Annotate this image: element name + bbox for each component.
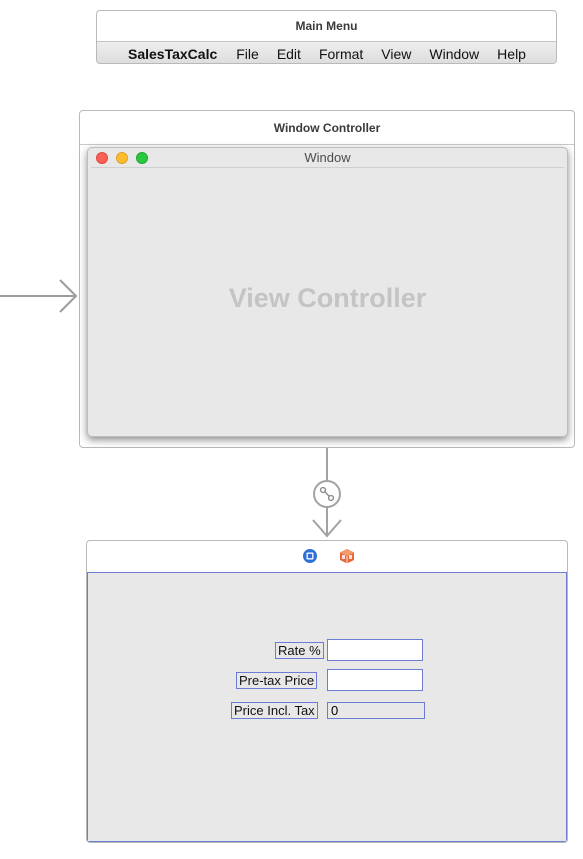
price-incl-tax-label: Price Incl. Tax [231, 702, 318, 719]
zoom-button[interactable] [136, 152, 148, 164]
menu-bar: SalesTaxCalc File Edit Format View Windo… [97, 41, 556, 63]
pretax-price-input[interactable] [327, 669, 423, 691]
close-button[interactable] [96, 152, 108, 164]
window-controller-scene-title: Window Controller [80, 111, 574, 145]
window-controller-scene[interactable]: Window Controller Window View Controller [79, 110, 575, 448]
menu-item-app[interactable]: SalesTaxCalc [128, 45, 218, 62]
view-controller-icon[interactable] [302, 548, 318, 564]
view-controller-scene[interactable]: Rate % Pre-tax Price Price Incl. Tax 0 [86, 540, 568, 843]
window-titlebar[interactable]: Window [91, 148, 564, 168]
view-controller-scene-header [87, 541, 567, 572]
segue-link-icon[interactable] [313, 480, 341, 508]
pretax-price-label: Pre-tax Price [236, 672, 318, 689]
main-menu-scene[interactable]: Main Menu SalesTaxCalc File Edit Format … [96, 10, 557, 64]
menu-item-file[interactable]: File [236, 45, 259, 62]
menu-item-help[interactable]: Help [497, 45, 526, 62]
window-title: Window [304, 150, 351, 165]
first-responder-cube-icon[interactable] [339, 548, 355, 564]
menu-item-format[interactable]: Format [318, 45, 364, 62]
main-menu-scene-title: Main Menu [295, 19, 358, 33]
relationship-segue[interactable] [309, 448, 345, 540]
menu-item-window[interactable]: Window [429, 45, 480, 62]
rate-label: Rate % [275, 642, 324, 659]
content-view-controller-label: View Controller [228, 283, 427, 313]
initial-controller-arrow-icon [0, 279, 78, 313]
menu-item-view[interactable]: View [381, 45, 412, 62]
minimize-button[interactable] [116, 152, 128, 164]
rate-input[interactable] [327, 639, 423, 661]
window[interactable]: Window View Controller [87, 147, 568, 437]
price-incl-tax-value: 0 [327, 702, 425, 719]
view-controller-view[interactable]: Rate % Pre-tax Price Price Incl. Tax 0 [87, 572, 567, 842]
menu-item-edit[interactable]: Edit [276, 45, 301, 62]
